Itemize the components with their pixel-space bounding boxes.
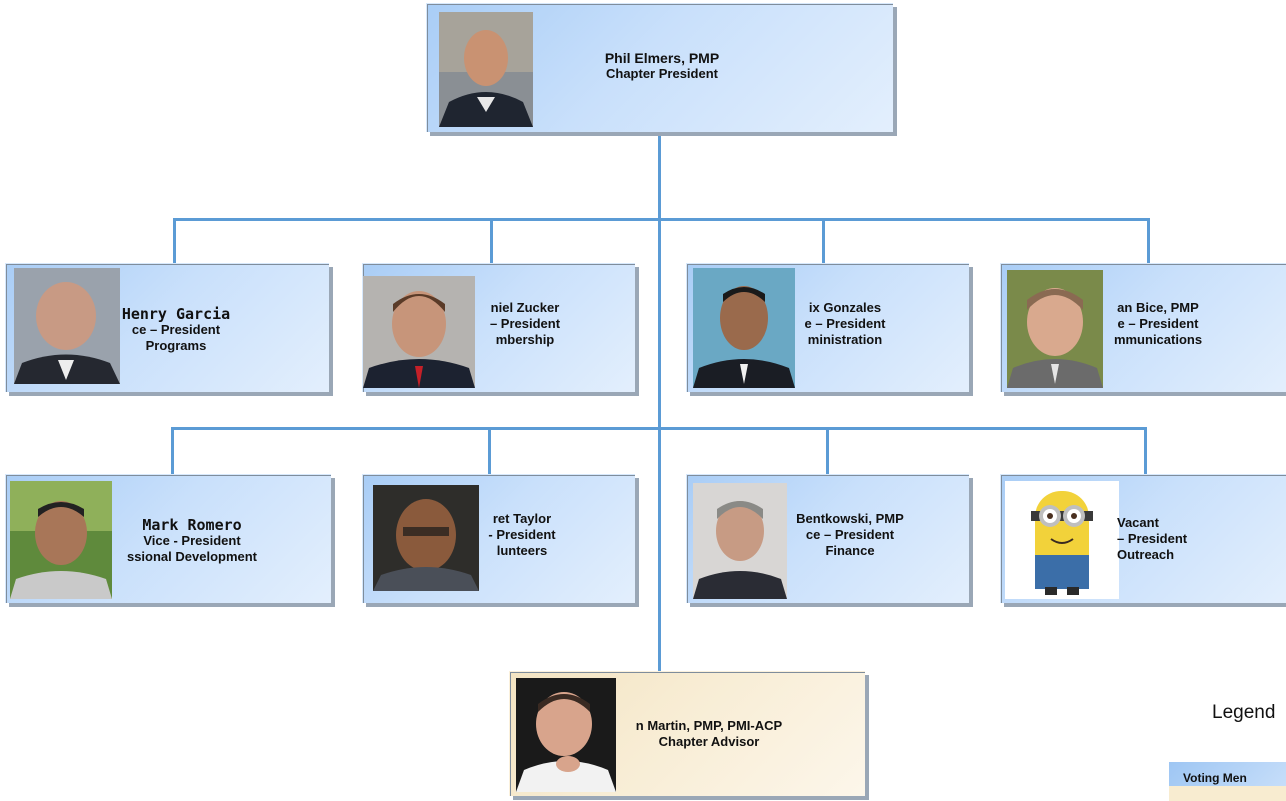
- vp-photo-finance: [693, 483, 787, 599]
- vp-name-professional-development: Mark Romero: [142, 516, 242, 534]
- vp-role-finance: ce – President: [805, 527, 895, 542]
- vp-label-administration: ix Gonzales e – President ministration: [795, 300, 895, 348]
- vp-box-outreach: Vacant – President Outreach: [1000, 474, 1286, 603]
- legend-advisor-swatch: [1169, 786, 1286, 801]
- vp-role-outreach: – President: [1117, 531, 1188, 546]
- vp-dept-administration: ministration: [807, 332, 883, 347]
- vp-role-volunteers: - President: [488, 527, 556, 542]
- vp-dept-volunteers: lunteers: [496, 543, 548, 558]
- vp-label-communications: an Bice, PMP e – President mmunications: [1103, 300, 1213, 348]
- advisor-name: n Martin, PMP, PMI-ACP: [635, 718, 783, 733]
- connector-row1-drop-2: [490, 218, 493, 263]
- vp-role-membership: – President: [489, 316, 561, 331]
- connector-row1-drop-3: [822, 218, 825, 263]
- vp-box-programs: Henry Garcia ce – President Programs: [5, 263, 329, 392]
- connector-row2-bar: [171, 427, 1147, 430]
- vp-photo-professional-development: [10, 481, 112, 599]
- vp-label-professional-development: Mark Romero Vice - President ssional Dev…: [112, 517, 272, 565]
- vp-name-administration: ix Gonzales: [808, 300, 882, 315]
- vp-dept-outreach: Outreach: [1117, 547, 1175, 562]
- vp-box-volunteers: ret Taylor - President lunteers: [362, 474, 635, 603]
- connector-trunk: [658, 133, 661, 671]
- vp-label-volunteers: ret Taylor - President lunteers: [479, 511, 565, 559]
- vp-photo-administration: [693, 268, 795, 388]
- vp-box-administration: ix Gonzales e – President ministration: [686, 263, 969, 392]
- vp-photo-communications: [1007, 270, 1103, 388]
- vp-photo-outreach: [1005, 481, 1119, 599]
- vp-label-outreach: Vacant – President Outreach: [1117, 515, 1213, 563]
- vp-box-communications: an Bice, PMP e – President mmunications: [1000, 263, 1286, 392]
- connector-row2-drop-3: [826, 427, 829, 474]
- vp-name-volunteers: ret Taylor: [492, 511, 552, 526]
- president-name: Phil Elmers, PMP: [604, 50, 720, 66]
- vp-photo-membership: [363, 276, 475, 388]
- vp-name-membership: niel Zucker: [490, 300, 560, 315]
- advisor-role: Chapter Advisor: [658, 734, 760, 749]
- president-box: Phil Elmers, PMP Chapter President: [426, 3, 893, 132]
- legend-title: Legend: [1212, 702, 1276, 723]
- vp-label-programs: Henry Garcia ce – President Programs: [116, 306, 236, 354]
- connector-row1-drop-4: [1147, 218, 1150, 263]
- vp-role-communications: e – President: [1117, 316, 1199, 331]
- vp-dept-membership: mbership: [495, 332, 555, 347]
- vp-role-programs: ce – President: [131, 322, 221, 337]
- vp-photo-programs: [14, 268, 120, 384]
- president-label: Phil Elmers, PMP Chapter President: [567, 50, 757, 82]
- connector-row2-drop-2: [488, 427, 491, 474]
- vp-name-communications: an Bice, PMP: [1117, 300, 1199, 315]
- connector-row2-drop-1: [171, 427, 174, 474]
- vp-role-administration: e – President: [804, 316, 886, 331]
- advisor-photo: [516, 678, 616, 792]
- advisor-label: n Martin, PMP, PMI-ACP Chapter Advisor: [614, 718, 804, 750]
- vp-dept-communications: mmunications: [1113, 332, 1203, 347]
- vp-name-finance: Bentkowski, PMP: [796, 511, 904, 526]
- vp-dept-professional-development: ssional Development: [126, 549, 258, 564]
- vp-name-outreach: Vacant: [1117, 515, 1159, 530]
- vp-label-membership: niel Zucker – President mbership: [475, 300, 575, 348]
- connector-row1-bar: [173, 218, 1150, 221]
- vp-box-membership: niel Zucker – President mbership: [362, 263, 635, 392]
- vp-photo-volunteers: [373, 485, 479, 591]
- vp-dept-programs: Programs: [145, 338, 207, 353]
- advisor-box: n Martin, PMP, PMI-ACP Chapter Advisor: [509, 671, 865, 796]
- connector-row1-drop-1: [173, 218, 176, 263]
- vp-box-professional-development: Mark Romero Vice - President ssional Dev…: [5, 474, 331, 603]
- vp-box-finance: Bentkowski, PMP ce – President Finance: [686, 474, 969, 603]
- vp-role-professional-development: Vice - President: [143, 533, 241, 548]
- vp-dept-finance: Finance: [825, 543, 875, 558]
- vp-name-programs: Henry Garcia: [121, 305, 231, 323]
- president-photo: [439, 12, 533, 127]
- connector-row2-drop-4: [1144, 427, 1147, 474]
- president-role: Chapter President: [606, 66, 718, 81]
- vp-label-finance: Bentkowski, PMP ce – President Finance: [785, 511, 915, 559]
